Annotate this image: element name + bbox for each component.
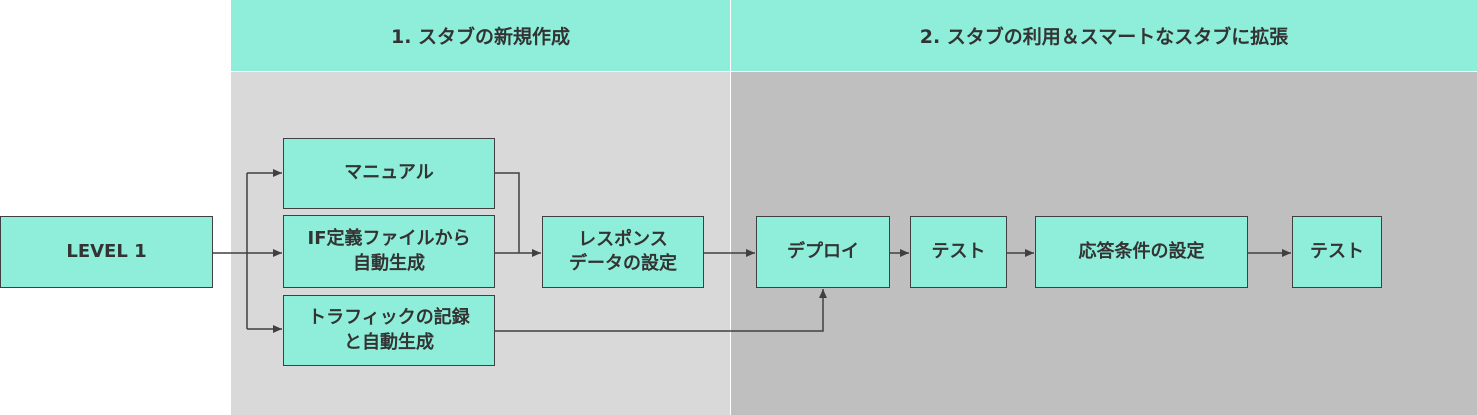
node-if-definition: IF定義ファイルから 自動生成 [283, 215, 495, 288]
node-test-2: テスト [1292, 216, 1382, 288]
node-response-data: レスポンス データの設定 [542, 216, 704, 288]
phase-1-header: 1. スタブの新規作成 [231, 0, 730, 71]
node-traffic-record: トラフィックの記録 と自動生成 [283, 295, 495, 366]
connector-traffic-deploy [495, 289, 827, 332]
node-level-1: LEVEL 1 [0, 216, 213, 288]
node-test-1: テスト [910, 216, 1007, 288]
phase-2-header: 2. スタブの利用＆スマートなスタブに拡張 [731, 0, 1477, 71]
connector-manual-response [495, 172, 520, 253]
node-deploy: デプロイ [756, 216, 890, 288]
node-manual: マニュアル [283, 138, 495, 209]
node-response-condition: 応答条件の設定 [1035, 216, 1248, 288]
